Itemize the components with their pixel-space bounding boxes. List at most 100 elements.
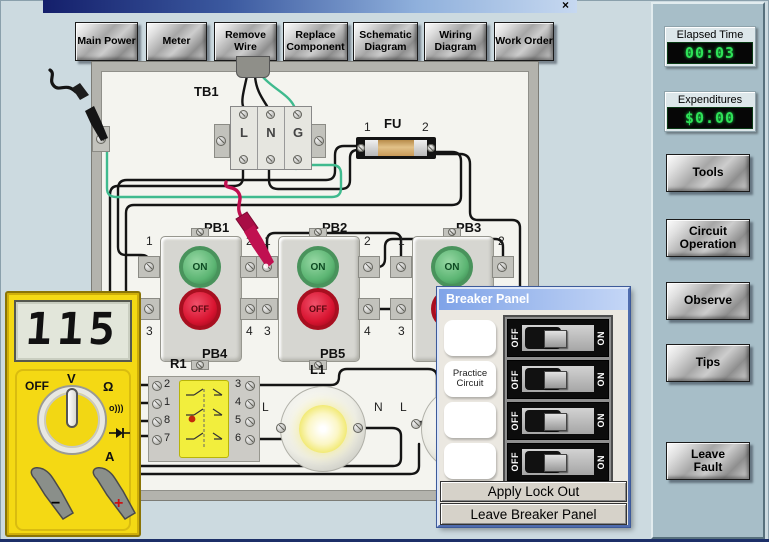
circuit-operation-button[interactable]: Circuit Operation bbox=[666, 219, 750, 257]
close-icon[interactable]: × bbox=[561, 0, 569, 12]
breaker-switch-2[interactable]: OFF ON bbox=[507, 360, 609, 399]
pb1-terminal1-screw[interactable] bbox=[144, 262, 154, 272]
breaker-switch-3[interactable]: OFF ON bbox=[507, 401, 609, 440]
breaker-switch-4[interactable]: OFF ON bbox=[507, 442, 609, 481]
elapsed-time-value: 00:03 bbox=[667, 42, 753, 64]
toolbar-button-schematic-diagram[interactable]: Schematic Diagram bbox=[353, 22, 418, 61]
toolbar-button-meter[interactable]: Meter bbox=[146, 22, 207, 61]
observe-button[interactable]: Observe bbox=[666, 282, 750, 320]
l1-label: L1 bbox=[310, 362, 326, 377]
l1-terminal-l-screw[interactable] bbox=[276, 423, 286, 433]
pb1-on-button[interactable]: ON bbox=[179, 246, 221, 288]
r1-pin5: 5 bbox=[235, 414, 242, 426]
dial-off-label: OFF bbox=[25, 379, 49, 393]
l1-terminal-n-screw[interactable] bbox=[353, 423, 363, 433]
breaker-1-handle[interactable] bbox=[544, 330, 567, 349]
supply-cable-connector bbox=[236, 56, 270, 78]
breaker-switch-1[interactable]: OFF ON bbox=[507, 319, 609, 358]
dial-amps-label: A bbox=[105, 449, 115, 464]
pb5-off-button[interactable]: OFF bbox=[297, 288, 339, 330]
pb2-terminal1-screw[interactable] bbox=[262, 262, 272, 272]
fu-label: FU bbox=[384, 116, 402, 131]
r1-label: R1 bbox=[170, 356, 187, 371]
pb5-pin3: 3 bbox=[264, 324, 271, 338]
circuit-label-4 bbox=[444, 443, 496, 479]
r1-pin4: 4 bbox=[235, 396, 242, 408]
apply-lockout-button[interactable]: Apply Lock Out bbox=[440, 481, 627, 502]
circuit-label-3 bbox=[444, 402, 496, 438]
multimeter-dial[interactable] bbox=[39, 387, 105, 453]
lamp-l1[interactable] bbox=[280, 386, 366, 472]
r1-relay-schematic bbox=[186, 388, 223, 449]
pb5-pin4: 4 bbox=[364, 324, 371, 338]
pb2-terminal2-screw[interactable] bbox=[363, 262, 373, 272]
breaker-panel-dialog: Breaker Panel Practice Circuit OFF ON OF… bbox=[437, 287, 630, 527]
pb3-terminal3-screw[interactable] bbox=[396, 304, 406, 314]
multimeter-reading: 115 bbox=[23, 304, 122, 355]
circuit-label-1 bbox=[444, 320, 496, 356]
expenditures-value: $0.00 bbox=[667, 107, 753, 129]
lamp-l1-glow bbox=[299, 405, 347, 453]
l2-terminal-l-screw[interactable] bbox=[411, 419, 421, 429]
pb5-terminal3-screw[interactable] bbox=[262, 304, 272, 314]
window-titlebar: × bbox=[43, 0, 577, 13]
r1-pin1: 1 bbox=[164, 396, 171, 408]
fu-pin2: 2 bbox=[422, 120, 429, 134]
pb3-pin1: 1 bbox=[398, 234, 405, 248]
pb1-terminal2-screw[interactable] bbox=[245, 262, 255, 272]
elapsed-time-box: Elapsed Time 00:03 bbox=[664, 26, 756, 67]
fu-pin1: 1 bbox=[364, 120, 371, 134]
leave-fault-button[interactable]: Leave Fault bbox=[666, 442, 750, 480]
leave-breaker-panel-button[interactable]: Leave Breaker Panel bbox=[440, 503, 627, 525]
pb3-on-button[interactable]: ON bbox=[431, 246, 473, 288]
tools-button[interactable]: Tools bbox=[666, 154, 750, 192]
breaker-panel-title[interactable]: Breaker Panel bbox=[439, 289, 628, 310]
pb3-terminal1-screw[interactable] bbox=[396, 262, 406, 272]
dial-continuity-label: o))) bbox=[109, 403, 124, 413]
circuit-label-2-practice: Practice Circuit bbox=[444, 361, 496, 397]
pb4-pin4: 4 bbox=[246, 324, 253, 338]
pb5-terminal4-screw[interactable] bbox=[363, 304, 373, 314]
multimeter-face: OFF V Ω o))) A bbox=[15, 369, 131, 531]
toolbar-button-replace-component[interactable]: Replace Component bbox=[283, 22, 348, 61]
fuse-fu[interactable]: FU 1 2 bbox=[352, 116, 442, 162]
relay-r1[interactable]: R1 2 1 8 7 3 4 5 6 bbox=[132, 356, 264, 464]
dial-diode-icon bbox=[109, 428, 130, 438]
multimeter-dial-pointer bbox=[66, 388, 78, 428]
breaker-4-handle[interactable] bbox=[544, 453, 567, 472]
tips-button[interactable]: Tips bbox=[666, 344, 750, 382]
pb4-off-button[interactable]: OFF bbox=[179, 288, 221, 330]
pb4-terminal3-screw[interactable] bbox=[144, 304, 154, 314]
pb3-label: PB3 bbox=[456, 220, 482, 235]
tb1-label: TB1 bbox=[194, 84, 219, 99]
pb3-pin3: 3 bbox=[398, 324, 405, 338]
fuse-element bbox=[378, 140, 414, 156]
terminal-block-tb1[interactable]: L N G bbox=[214, 100, 326, 172]
tb1-terminal-n[interactable]: N bbox=[266, 125, 276, 140]
sidebar: Elapsed Time 00:03 Expenditures $0.00 To… bbox=[651, 2, 765, 539]
multimeter[interactable]: 115 OFF V Ω o))) A − + bbox=[5, 291, 141, 537]
tb1-terminal-g[interactable]: G bbox=[292, 125, 304, 140]
plus-lead-label: + bbox=[114, 495, 123, 512]
toolbar-button-work-order[interactable]: Work Order bbox=[494, 22, 554, 61]
pb3-pin2: 2 bbox=[498, 234, 505, 248]
pb2-pin2: 2 bbox=[364, 234, 371, 248]
breaker-2-handle[interactable] bbox=[544, 371, 567, 390]
l1-terminal-l-label: L bbox=[262, 400, 269, 414]
pushbutton-unit-pb2-pb5: PB2 1 2 ON OFF 3 4 PB5 bbox=[256, 216, 380, 378]
breaker-switch-panel: OFF ON OFF ON OFF ON OFF ON bbox=[503, 315, 613, 485]
pb4-label: PB4 bbox=[202, 346, 228, 361]
pb2-on-button[interactable]: ON bbox=[297, 246, 339, 288]
toolbar-button-wiring-diagram[interactable]: Wiring Diagram bbox=[424, 22, 487, 61]
tb1-terminal-l[interactable]: L bbox=[240, 125, 248, 140]
dial-ohms-label: Ω bbox=[103, 379, 114, 394]
pb4-terminal4-screw[interactable] bbox=[245, 304, 255, 314]
pb3-terminal2-screw[interactable] bbox=[497, 262, 507, 272]
breaker-3-handle[interactable] bbox=[544, 412, 567, 431]
minus-lead-label: − bbox=[51, 495, 60, 512]
dial-volts-label: V bbox=[67, 371, 76, 386]
pb4-pin3: 3 bbox=[146, 324, 153, 338]
toolbar-button-remove-wire[interactable]: Remove Wire bbox=[214, 22, 277, 61]
toolbar-button-main-power[interactable]: Main Power bbox=[75, 22, 138, 61]
meter-test-leads[interactable]: − + bbox=[7, 465, 143, 537]
